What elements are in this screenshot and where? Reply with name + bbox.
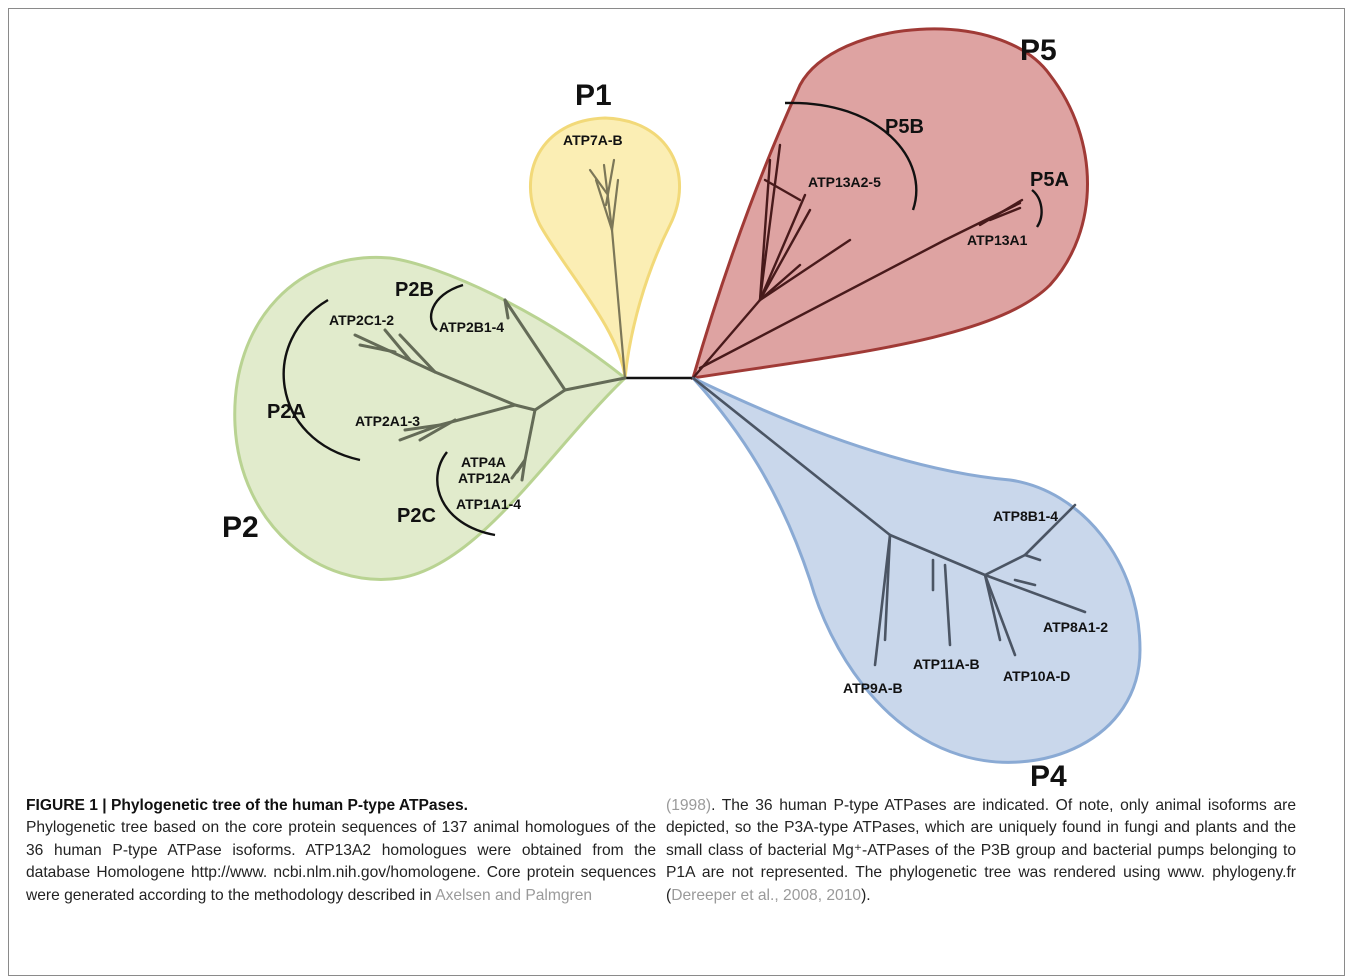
- p4-bubble: [691, 376, 1142, 764]
- p2-bubble: [233, 255, 628, 581]
- subgroup-label-p5b: P5B: [885, 116, 924, 138]
- p2-branches: [353, 298, 627, 482]
- p1-bubble: [529, 116, 681, 379]
- subgroup-label-p2a: P2A: [267, 401, 306, 423]
- subgroup-label-p2b: P2B: [395, 279, 434, 301]
- figure-frame: [8, 8, 1345, 976]
- leaf-label-atp13a2-5: ATP13A2-5: [808, 174, 881, 190]
- p5b-arc: [784, 101, 918, 211]
- leaf-label-atp10a-d: ATP10A-D: [1003, 668, 1070, 684]
- leaf-label-atp4a: ATP4A: [461, 454, 506, 470]
- group-label-p2: P2: [222, 511, 259, 544]
- p1-branches: [588, 158, 627, 380]
- group-label-p5: P5: [1020, 34, 1057, 67]
- caption-left-text: Phylogenetic tree based on the core prot…: [26, 819, 656, 904]
- phylogenetic-tree-figure: P1 P2 P4 P5 P2A P2B P2C P5A P5B ATP7A-B …: [222, 27, 1142, 789]
- citation-year-1998[interactable]: (1998): [666, 797, 712, 814]
- caption-paren-close: ).: [861, 886, 871, 904]
- caption-left-body: Phylogenetic tree based on the core prot…: [26, 817, 656, 907]
- leaf-label-atp2a1-3: ATP2A1-3: [355, 413, 420, 429]
- leaf-label-atp1a1-4: ATP1A1-4: [456, 496, 521, 512]
- caption-right-column: (1998). The 36 human P-type ATPases are …: [666, 795, 1296, 907]
- citation-axelsen-palmgren[interactable]: Axelsen and Palmgren: [435, 886, 593, 904]
- leaf-label-atp7a-b: ATP7A-B: [563, 132, 623, 148]
- subgroup-label-p2c: P2C: [397, 505, 436, 527]
- caption-right-text: . The 36 human P-type ATPases are indica…: [666, 797, 1296, 882]
- p2b-arc: [429, 283, 464, 331]
- caption-left-column: FIGURE 1 | Phylogenetic tree of the huma…: [26, 795, 656, 907]
- group-label-p4: P4: [1030, 760, 1067, 789]
- p2c-arc: [436, 451, 496, 537]
- p2a-arc: [282, 298, 361, 462]
- leaf-label-atp9a-b: ATP9A-B: [843, 680, 903, 696]
- leaf-label-atp13a1: ATP13A1: [967, 232, 1028, 248]
- caption-title: FIGURE 1 | Phylogenetic tree of the huma…: [26, 797, 468, 814]
- p4-branches: [691, 376, 1087, 667]
- p5-bubble: [690, 27, 1089, 380]
- leaf-label-atp11a-b: ATP11A-B: [913, 656, 980, 672]
- p5a-arc: [1031, 189, 1043, 228]
- leaf-label-atp8b1-4: ATP8B1-4: [993, 508, 1058, 524]
- leaf-label-atp2b1-4: ATP2B1-4: [439, 319, 504, 335]
- subgroup-label-p5a: P5A: [1030, 169, 1069, 191]
- citation-dereeper[interactable]: Dereeper et al., 2008, 2010: [671, 886, 862, 904]
- subgroup-arcs: [282, 101, 1043, 537]
- leaf-label-atp2c1-2: ATP2C1-2: [329, 312, 394, 328]
- leaf-label-atp12a: ATP12A: [458, 470, 511, 486]
- leaf-label-atp8a1-2: ATP8A1-2: [1043, 619, 1108, 635]
- group-label-p1: P1: [575, 79, 612, 112]
- caption-paren-open: (: [666, 886, 672, 904]
- p5-branches: [691, 143, 1024, 380]
- figure-caption: FIGURE 1 | Phylogenetic tree of the huma…: [26, 795, 1336, 975]
